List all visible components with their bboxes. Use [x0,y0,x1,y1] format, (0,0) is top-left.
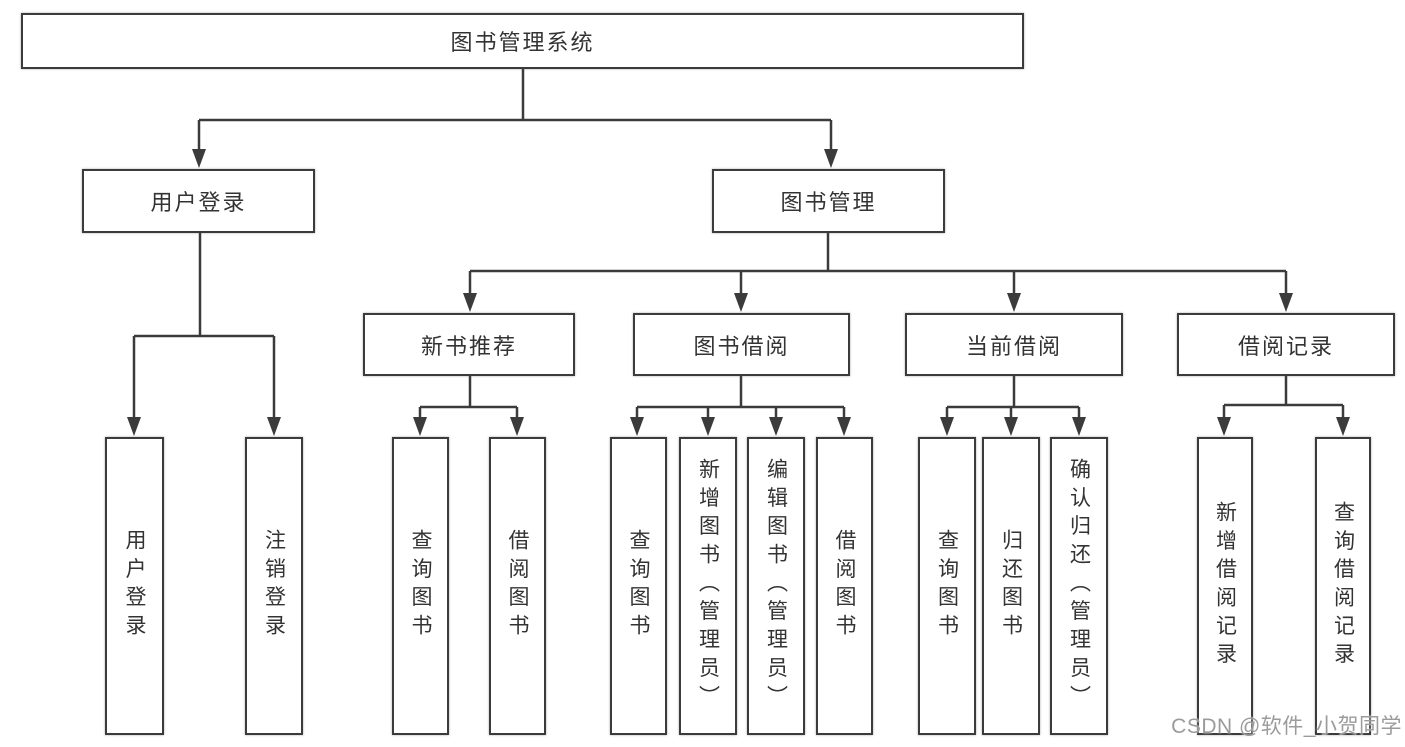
node-user-login: 用户登录 [82,169,315,233]
node-label: 借阅记录 [1237,333,1334,359]
node-label: 当前借阅 [965,333,1062,359]
node-new-book-recommend: 新书推荐 [363,313,575,376]
leaf-label: 借阅图书 [506,529,529,643]
leaf-label: 新增图书（管理员） [696,458,720,714]
leaf-confirm-return-admin: 确认归还（管理员） [1050,437,1108,735]
leaf-label: 归还图书 [999,529,1023,643]
node-label: 用户登录 [150,190,247,215]
leaf-return-book: 归还图书 [982,437,1040,735]
leaf-label: 查询图书 [935,529,959,643]
node-book-management: 图书管理 [712,169,945,233]
leaf-query-book-1: 查询图书 [392,437,449,735]
leaf-add-book-admin: 新增图书（管理员） [679,437,737,735]
leaf-label: 借阅图书 [833,529,856,643]
node-current-borrow: 当前借阅 [905,313,1123,376]
node-label: 图书管理系统 [450,30,595,55]
leaf-edit-book-admin: 编辑图书（管理员） [747,437,805,735]
leaf-label: 新增借阅记录 [1213,500,1237,672]
leaf-user-login: 用户登录 [105,437,164,735]
node-book-borrow: 图书借阅 [633,313,850,376]
leaf-add-borrow-record: 新增借阅记录 [1197,437,1253,735]
leaf-borrow-book-1: 借阅图书 [489,437,546,735]
node-label: 图书借阅 [693,333,790,359]
leaf-label: 编辑图书（管理员） [764,458,788,714]
node-root-library-system: 图书管理系统 [21,13,1024,69]
leaf-query-borrow-record: 查询借阅记录 [1315,437,1371,735]
leaf-query-book-3: 查询图书 [918,437,976,735]
leaf-label: 用户登录 [123,529,146,643]
leaf-label: 注销登录 [262,529,286,643]
leaf-borrow-book-2: 借阅图书 [816,437,873,735]
leaf-query-book-2: 查询图书 [610,437,667,735]
leaf-label: 查询借阅记录 [1331,500,1355,672]
csdn-watermark: CSDN @软件_小贺同学 [1171,715,1402,738]
node-label: 图书管理 [780,190,877,215]
leaf-label: 查询图书 [409,529,432,643]
node-label: 新书推荐 [420,333,517,359]
leaf-label: 确认归还（管理员） [1067,458,1091,714]
leaf-logout: 注销登录 [245,437,303,735]
leaf-label: 查询图书 [627,529,650,643]
node-borrow-record: 借阅记录 [1177,313,1395,376]
